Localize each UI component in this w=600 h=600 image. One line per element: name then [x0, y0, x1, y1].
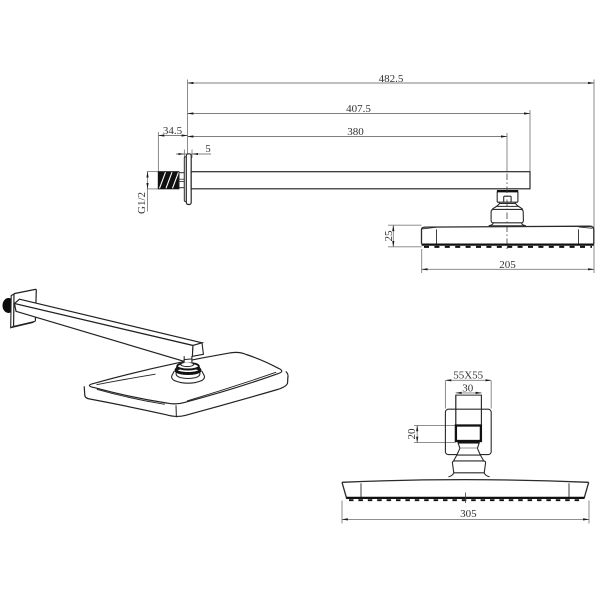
svg-text:305: 305: [460, 508, 477, 520]
svg-text:G1/2: G1/2: [136, 192, 148, 214]
svg-text:380: 380: [347, 126, 364, 138]
svg-text:482.5: 482.5: [379, 73, 404, 85]
svg-text:34.5: 34.5: [163, 125, 183, 137]
svg-text:30: 30: [462, 383, 474, 395]
svg-text:55X55: 55X55: [453, 370, 483, 382]
svg-text:407.5: 407.5: [346, 103, 371, 115]
svg-text:205: 205: [499, 259, 516, 271]
svg-text:5: 5: [205, 143, 211, 155]
svg-text:20: 20: [406, 428, 418, 440]
svg-text:25: 25: [383, 230, 395, 242]
